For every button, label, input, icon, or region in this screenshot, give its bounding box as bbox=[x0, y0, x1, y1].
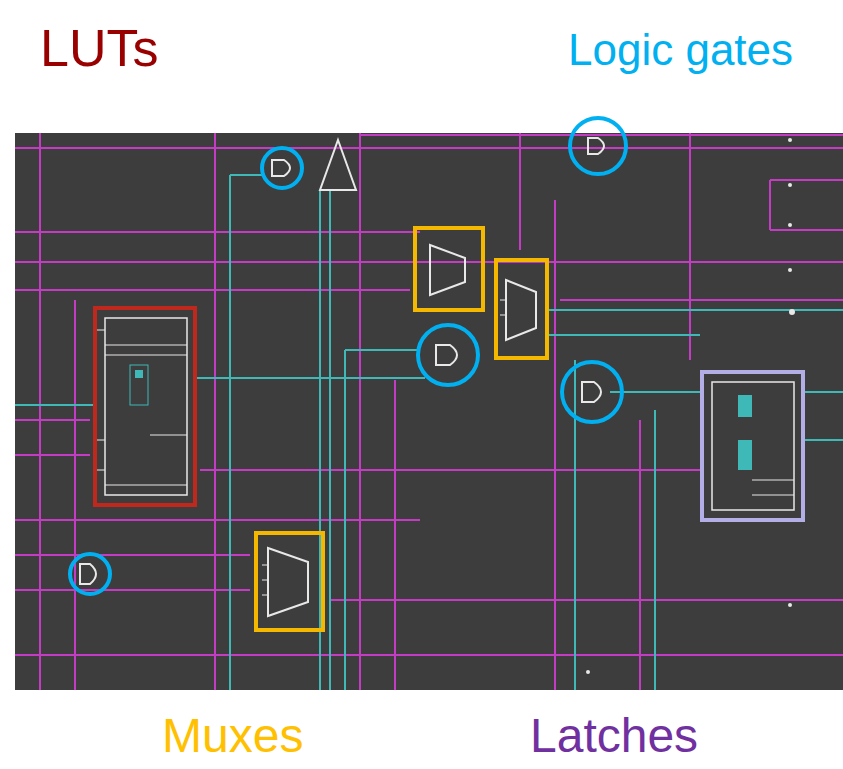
logic-gate-symbols bbox=[70, 118, 626, 594]
legend-label: Latches bbox=[530, 712, 698, 760]
schematic-part bbox=[574, 360, 576, 690]
schematic-part bbox=[738, 440, 752, 470]
schematic-part bbox=[74, 300, 76, 690]
latch-block bbox=[702, 372, 803, 520]
schematic-part bbox=[752, 480, 794, 481]
schematic-part bbox=[588, 138, 604, 154]
schematic-part bbox=[150, 435, 187, 436]
schematic-part bbox=[200, 469, 700, 471]
schematic-part bbox=[230, 174, 262, 176]
schematic-part bbox=[229, 175, 231, 690]
schematic-part bbox=[70, 554, 110, 594]
schematic-part bbox=[344, 350, 346, 690]
schematic-part bbox=[545, 309, 843, 311]
mux-symbols bbox=[256, 228, 547, 630]
schematic-part bbox=[500, 300, 506, 301]
schematic-part bbox=[130, 365, 148, 405]
schematic-part bbox=[319, 190, 321, 690]
schematic-part bbox=[80, 564, 96, 584]
schematic-part bbox=[330, 599, 843, 601]
schematic-part bbox=[262, 580, 268, 581]
schematic-part bbox=[436, 345, 457, 365]
schematic-part bbox=[262, 148, 302, 188]
schematic-part bbox=[770, 229, 843, 231]
schematic-ground bbox=[15, 133, 843, 690]
schematic-part bbox=[519, 133, 521, 250]
schematic-part bbox=[15, 147, 843, 149]
schematic-part bbox=[545, 334, 700, 336]
schematic-part bbox=[430, 245, 465, 295]
schematic-part bbox=[135, 370, 143, 378]
schematic-part bbox=[214, 133, 216, 690]
schematic-part bbox=[345, 349, 420, 351]
schematic-part bbox=[789, 309, 795, 315]
schematic-part bbox=[560, 299, 843, 301]
cyan-wires bbox=[15, 175, 843, 690]
schematic-part bbox=[262, 595, 268, 596]
schematic-part bbox=[415, 228, 483, 310]
schematic-part bbox=[689, 133, 691, 360]
schematic-part bbox=[788, 223, 792, 227]
schematic-part bbox=[738, 395, 752, 417]
schematic-part bbox=[15, 419, 90, 421]
schematic-part bbox=[562, 362, 622, 422]
schematic-part bbox=[654, 410, 656, 690]
schematic-part bbox=[570, 118, 626, 174]
schematic-part bbox=[15, 289, 410, 291]
schematic-part bbox=[752, 495, 794, 496]
legend-label: LUTs bbox=[40, 22, 158, 74]
schematic-part bbox=[105, 485, 187, 486]
schematic-part bbox=[105, 318, 187, 495]
schematic-part bbox=[702, 372, 803, 520]
schematic-part bbox=[105, 355, 187, 356]
schematic-part bbox=[712, 382, 794, 510]
schematic-part bbox=[268, 548, 308, 616]
schematic-part bbox=[360, 134, 843, 136]
schematic-part bbox=[506, 280, 536, 340]
schematic-part bbox=[788, 183, 792, 187]
schematic-part bbox=[554, 200, 556, 690]
schematic-part bbox=[15, 404, 95, 406]
schematic-part bbox=[496, 260, 547, 358]
schematic-part bbox=[262, 565, 268, 566]
buffer-symbol bbox=[320, 140, 356, 190]
legend-label: Muxes bbox=[162, 712, 303, 760]
schematic-part bbox=[803, 391, 843, 393]
schematic-part bbox=[394, 380, 396, 690]
legend-label: Logic gates bbox=[568, 28, 793, 72]
schematic-part bbox=[320, 140, 356, 190]
schematic-part bbox=[582, 382, 601, 402]
pin-markers bbox=[586, 138, 795, 674]
schematic-part bbox=[803, 439, 843, 441]
schematic-part bbox=[788, 603, 792, 607]
schematic-part bbox=[329, 190, 331, 690]
schematic-part bbox=[105, 345, 187, 346]
schematic-part bbox=[586, 670, 590, 674]
schematic-part bbox=[15, 454, 90, 456]
schematic-part bbox=[95, 308, 195, 505]
schematic-part bbox=[769, 180, 771, 230]
schematic-part bbox=[272, 160, 290, 176]
schematic-part bbox=[770, 179, 843, 181]
schematic-part bbox=[256, 533, 323, 630]
schematic-part bbox=[418, 325, 478, 385]
schematic-part bbox=[639, 420, 641, 690]
schematic-part bbox=[195, 377, 425, 379]
magenta-wires bbox=[15, 133, 843, 690]
lut-block bbox=[95, 308, 195, 505]
schematic-part bbox=[359, 133, 361, 690]
schematic-part bbox=[500, 315, 506, 316]
schematic-part bbox=[788, 268, 792, 272]
schematic-part bbox=[788, 138, 792, 142]
schematic-part bbox=[39, 133, 41, 690]
schematic-part bbox=[15, 654, 843, 656]
